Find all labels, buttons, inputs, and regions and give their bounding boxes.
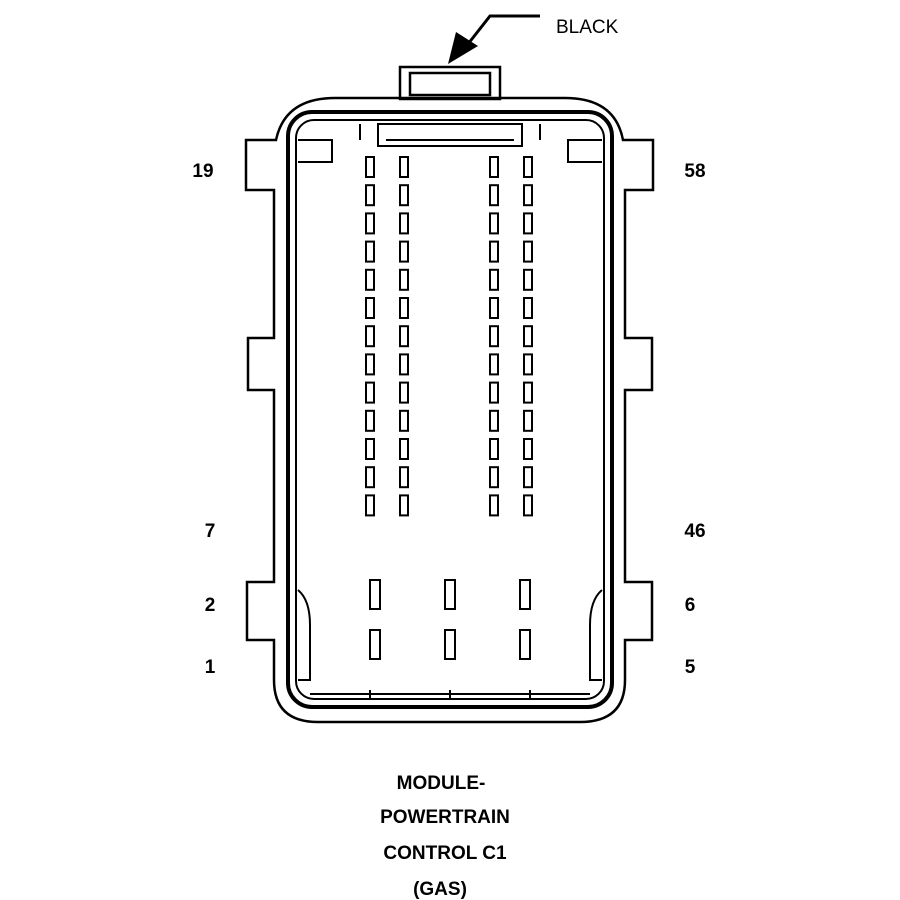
terminal-cavity bbox=[489, 156, 499, 178]
terminal-cavity bbox=[365, 494, 375, 517]
power-terminal-cavity bbox=[519, 629, 531, 660]
terminal-cavity bbox=[523, 325, 533, 348]
terminal-cavity bbox=[399, 268, 409, 291]
pin-label-46: 46 bbox=[684, 521, 705, 542]
terminal-cavity bbox=[489, 240, 499, 263]
terminal-cavity bbox=[399, 409, 409, 432]
terminal-cavity bbox=[523, 240, 533, 263]
terminal-cavity bbox=[523, 494, 533, 517]
terminal-cavity bbox=[489, 466, 499, 489]
terminal-cavity bbox=[489, 184, 499, 207]
terminal-grid-lower bbox=[369, 579, 531, 660]
terminal-cavity bbox=[365, 212, 375, 235]
terminal-cavity bbox=[489, 325, 499, 348]
terminal-cavity bbox=[399, 156, 409, 178]
power-terminal-cavity bbox=[369, 579, 381, 610]
terminal-cavity bbox=[523, 381, 533, 404]
terminal-cavity bbox=[523, 156, 533, 178]
pin-label-6: 6 bbox=[685, 595, 696, 616]
terminal-cavity bbox=[365, 325, 375, 348]
caption-line-1: MODULE- bbox=[397, 773, 486, 794]
terminal-cavity bbox=[365, 184, 375, 207]
terminal-cavity bbox=[365, 409, 375, 432]
cavity-outer-wall bbox=[286, 110, 614, 709]
color-label: BLACK bbox=[556, 17, 619, 38]
pin-label-5: 5 bbox=[685, 657, 696, 678]
keying-features bbox=[297, 123, 603, 699]
terminal-cavity bbox=[399, 466, 409, 489]
connector-housing bbox=[244, 96, 655, 724]
power-terminal-cavity bbox=[369, 629, 381, 660]
terminal-cavity bbox=[489, 297, 499, 319]
color-callout-arrow bbox=[448, 14, 540, 64]
terminal-cavity bbox=[365, 240, 375, 263]
terminal-cavity bbox=[365, 438, 375, 460]
power-terminal-cavity bbox=[444, 579, 456, 610]
terminal-cavity bbox=[489, 381, 499, 404]
terminal-cavity bbox=[523, 466, 533, 489]
terminal-cavity bbox=[489, 494, 499, 517]
cavity-inner-wall bbox=[295, 119, 605, 700]
terminal-cavity bbox=[399, 353, 409, 376]
terminal-cavity bbox=[399, 212, 409, 235]
lock-tab bbox=[398, 65, 502, 101]
terminal-cavity bbox=[489, 268, 499, 291]
power-terminal-cavity bbox=[519, 579, 531, 610]
terminal-cavity bbox=[523, 268, 533, 291]
terminal-cavity bbox=[399, 325, 409, 348]
terminal-cavity bbox=[399, 240, 409, 263]
caption-line-3: CONTROL C1 bbox=[383, 843, 507, 864]
caption-line-2: POWERTRAIN bbox=[380, 807, 510, 828]
terminal-cavity bbox=[523, 409, 533, 432]
terminal-cavity bbox=[399, 184, 409, 207]
terminal-cavity bbox=[365, 353, 375, 376]
power-terminal-cavity bbox=[444, 629, 456, 660]
terminal-cavity bbox=[523, 353, 533, 376]
terminal-cavity bbox=[365, 466, 375, 489]
pin-label-58: 58 bbox=[684, 161, 705, 182]
terminal-cavity bbox=[523, 212, 533, 235]
terminal-cavity bbox=[365, 381, 375, 404]
terminal-cavity bbox=[399, 438, 409, 460]
terminal-cavity bbox=[365, 156, 375, 178]
terminal-cavity bbox=[489, 212, 499, 235]
pin-label-7: 7 bbox=[205, 521, 216, 542]
terminal-cavity bbox=[523, 438, 533, 460]
caption-line-4: (GAS) bbox=[413, 879, 467, 900]
terminal-cavity bbox=[489, 438, 499, 460]
terminal-cavity bbox=[365, 297, 375, 319]
pin-label-19: 19 bbox=[192, 161, 213, 182]
terminal-cavity bbox=[399, 381, 409, 404]
terminal-cavity bbox=[365, 268, 375, 291]
terminal-cavity bbox=[399, 494, 409, 517]
terminal-cavity bbox=[489, 409, 499, 432]
terminal-cavity bbox=[399, 297, 409, 319]
pin-label-2: 2 bbox=[205, 595, 216, 616]
terminal-cavity bbox=[489, 353, 499, 376]
terminal-cavity bbox=[523, 184, 533, 207]
terminal-cavity bbox=[523, 297, 533, 319]
pin-label-1: 1 bbox=[205, 657, 216, 678]
terminal-grid-upper bbox=[365, 156, 533, 517]
